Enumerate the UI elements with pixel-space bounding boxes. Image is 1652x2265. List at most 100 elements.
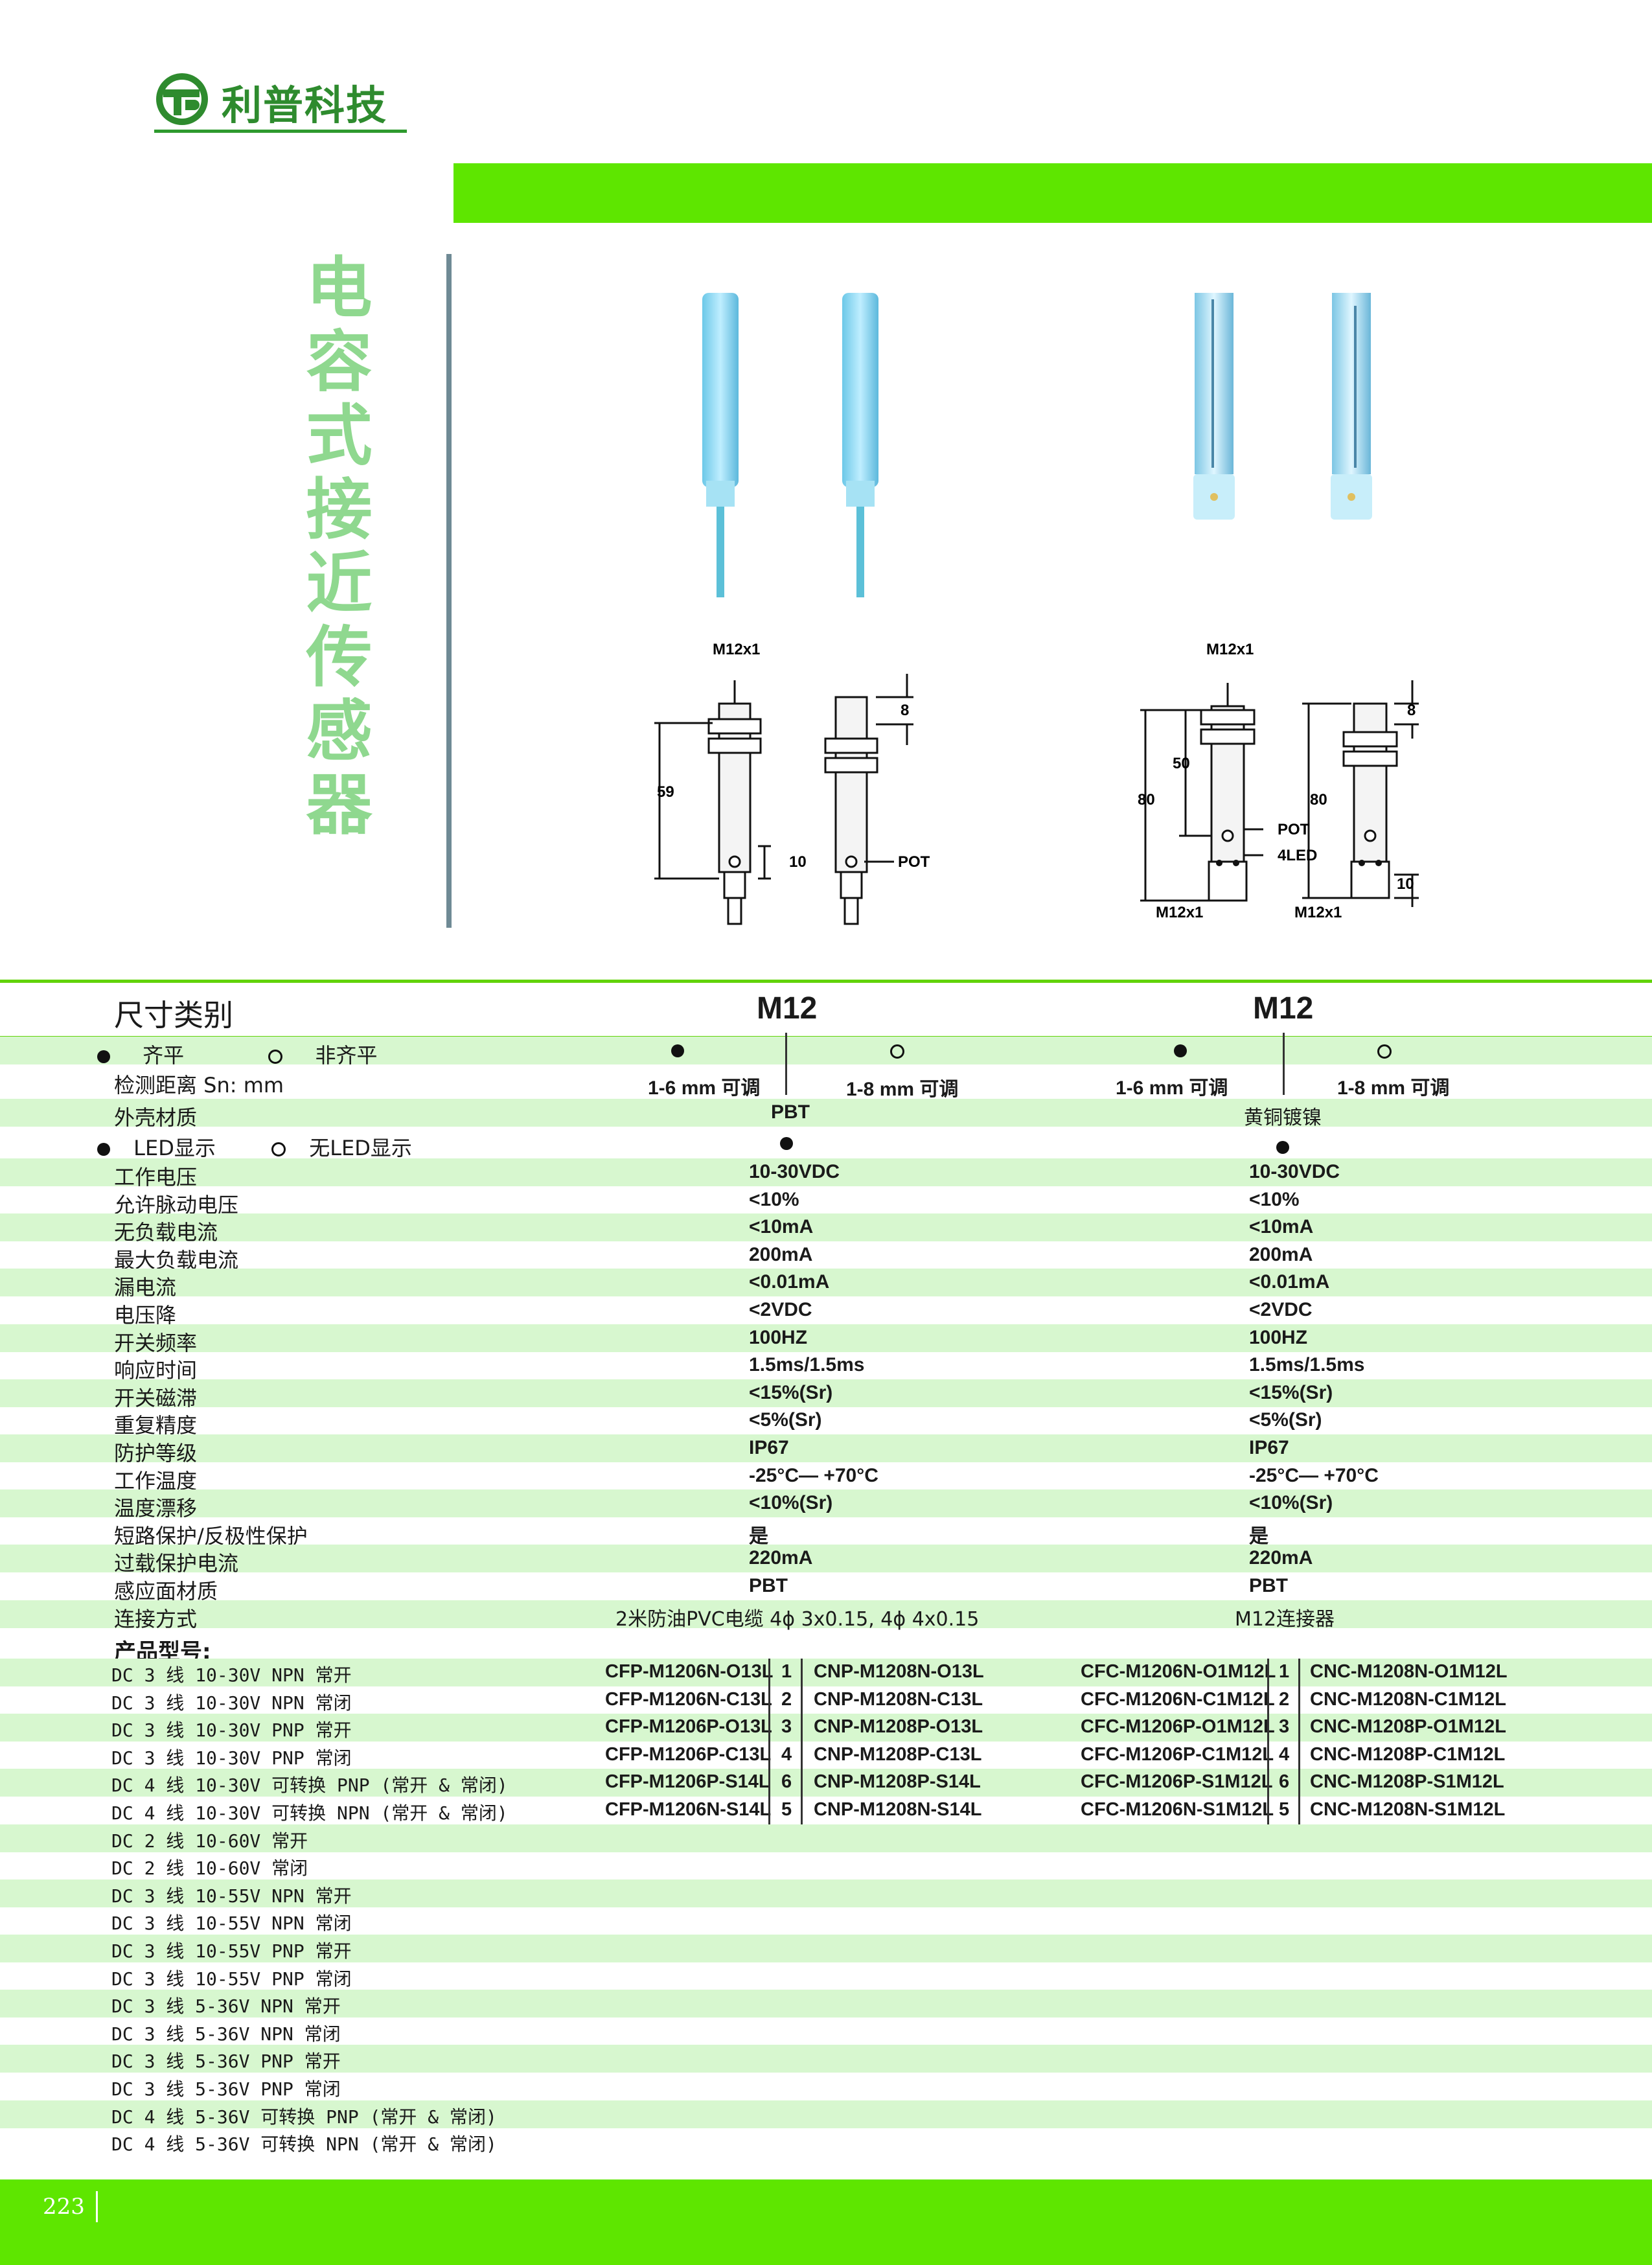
spec-label: 漏电流 [114,1275,177,1300]
part-divider [1298,1714,1300,1742]
row-label: 检测距离 Sn: mm [114,1073,284,1098]
diagram-right-thread: M12x1 [1206,641,1254,658]
spec-value-b: M12连接器 [1235,1608,1335,1631]
spec-row: 重复精度<5%(Sr)<5%(Sr) [0,1407,1652,1438]
filled-dot-icon [97,1143,110,1156]
part-number: CNP-M1208P-S14L [814,1771,981,1792]
model-label: DC 4 线 10-30V 可转换 NPN (常开 & 常闭) [111,1802,508,1824]
part-divider [768,1686,770,1714]
logo-underline [154,130,407,133]
part-divider [1298,1797,1300,1824]
part-number: CFC-M1206P-C1M12L [1081,1744,1274,1765]
product-photo-connector-1 [1193,293,1235,520]
spec-label: 无负载电流 [114,1220,218,1245]
part-divider [801,1742,803,1769]
spec-value-b: 是 [1249,1526,1268,1547]
part-number: CNP-M1208N-C13L [814,1689,983,1710]
spec-label: 响应时间 [114,1358,198,1383]
part-divider [768,1797,770,1824]
part-divider [1298,1686,1300,1714]
part-number: CFP-M1206N-S14L [605,1799,772,1820]
part-number: CFC-M1206N-C1M12L [1081,1689,1275,1710]
led-dot-b [1276,1141,1289,1154]
model-row: DC 3 线 10-55V PNP 常闭 [0,1962,1652,1990]
spec-value-b: <0.01mA [1249,1271,1330,1293]
col-divider-a [785,1033,787,1095]
ring-icon [271,1142,286,1156]
spec-value-b: <10% [1249,1189,1300,1210]
model-label: DC 3 线 5-36V PNP 常闭 [111,2078,341,2100]
model-row: DC 4 线 5-36V 可转换 NPN (常开 & 常闭) [0,2128,1652,2156]
part-number: CFP-M1206N-O13L [605,1661,774,1682]
part-number: CNP-M1208P-O13L [814,1716,983,1737]
model-label: DC 3 线 10-55V PNP 常开 [111,1940,352,1962]
row-led: LED显示 无LED显示 [0,1129,1652,1160]
model-label: DC 2 线 10-60V 常开 [111,1830,308,1852]
model-label: DC 2 线 10-60V 常闭 [111,1857,308,1879]
model-label: DC 3 线 10-55V PNP 常闭 [111,1968,352,1990]
wiring-number: 6 [1279,1771,1290,1792]
wiring-number: 3 [781,1716,792,1737]
part-divider [1298,1742,1300,1769]
part-number: CNC-M1208P-C1M12L [1310,1744,1506,1765]
part-divider [1267,1686,1269,1714]
size-label: 尺寸类别 [114,998,233,1033]
model-row: DC 3 线 10-55V PNP 常开 [0,1935,1652,1962]
diagram-right-d10: 10 [1397,875,1414,893]
row-models-label: 产品型号: [0,1631,1652,1665]
diagram-left-pot: POT [898,853,930,871]
spec-label: 工作温度 [114,1469,198,1493]
brand-logo: 利普科技 [154,69,407,133]
spec-label: 短路保护/反极性保护 [114,1524,308,1548]
spec-value-a: <15%(Sr) [749,1382,833,1403]
col-m12-a: M12 [757,991,818,1026]
flush-dot-a [671,1044,684,1057]
spec-label: 允许脉动电压 [114,1193,239,1217]
part-number: CFC-M1206P-S1M12L [1081,1771,1273,1792]
spec-value-b: PBT [1249,1575,1288,1596]
spec-value-b: -25°C— +70°C [1249,1465,1379,1486]
part-number: CFC-M1206N-O1M12L [1081,1661,1276,1682]
spec-value-a: <5%(Sr) [749,1409,822,1431]
model-label: DC 3 线 10-55V NPN 常闭 [111,1913,352,1934]
spec-label: 开关频率 [114,1331,198,1355]
ring-icon [268,1050,283,1064]
diagram-left-d10: 10 [789,853,807,871]
spec-value-b: 220mA [1249,1547,1313,1569]
housing-a: PBT [771,1101,810,1123]
part-number: CNP-M1208N-O13L [814,1661,984,1682]
part-divider [768,1742,770,1769]
model-label: DC 3 线 10-55V NPN 常开 [111,1885,352,1907]
diagram-left-length: 59 [657,783,674,801]
wiring-number: 1 [1279,1661,1290,1682]
part-number: CFC-M1206N-S1M12L [1081,1799,1274,1820]
model-row: DC 3 线 5-36V NPN 常开 [0,1990,1652,2018]
spec-label: 感应面材质 [114,1579,218,1604]
logo-icon [156,73,208,125]
spec-label: 电压降 [114,1303,177,1328]
spec-value-a: 1.5ms/1.5ms [749,1354,865,1375]
col-m12-b: M12 [1253,991,1314,1026]
distance-a1: 1-6 mm 可调 [648,1077,761,1099]
model-label: DC 4 线 5-36V 可转换 NPN (常开 & 常闭) [111,2133,497,2155]
diagram-right-d80b: 80 [1310,791,1327,809]
part-divider [768,1769,770,1797]
model-label: DC 3 线 10-30V NPN 常闭 [111,1692,352,1714]
part-divider [801,1797,803,1824]
spec-value-a: PBT [749,1575,788,1596]
nonflush-ring-a [890,1044,904,1059]
spec-value-b: 10-30VDC [1249,1161,1340,1182]
model-label: DC 3 线 5-36V NPN 常开 [111,1995,341,2017]
spec-row: 工作温度-25°C— +70°C-25°C— +70°C [0,1462,1652,1493]
spec-value-a: <10% [749,1189,799,1210]
model-label: DC 3 线 10-30V PNP 常开 [111,1719,352,1741]
spec-label: 重复精度 [114,1413,198,1438]
col-divider-b [1283,1033,1285,1095]
